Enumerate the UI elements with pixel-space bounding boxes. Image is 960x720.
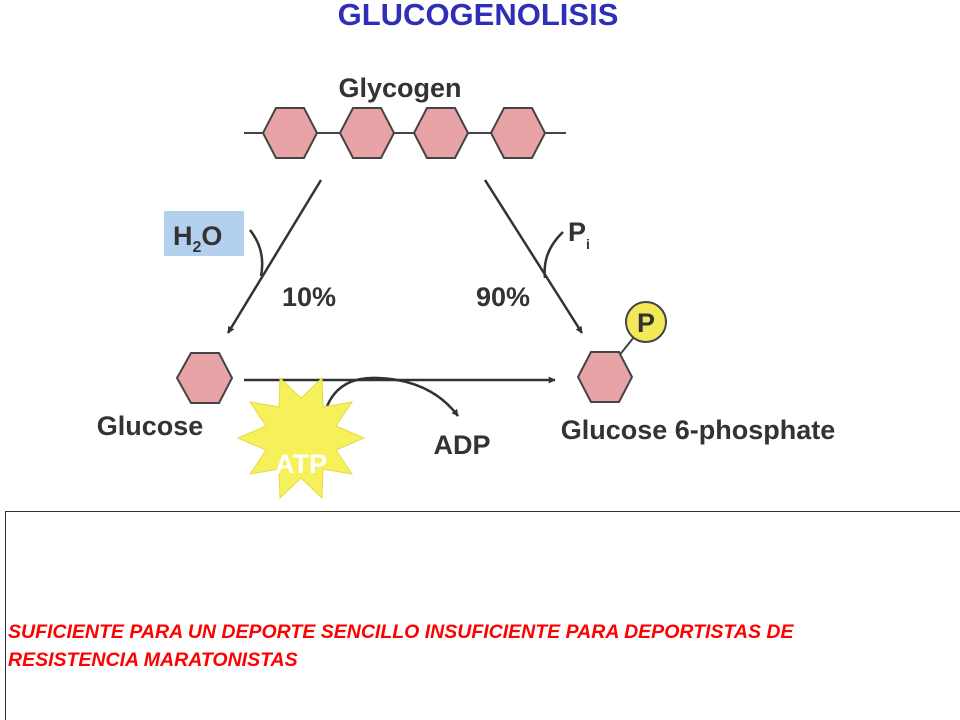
water-input-curve [249,229,264,277]
atp-starburst [236,376,366,500]
glucose-6-phosphate-hexagon [576,351,634,403]
phosphorolysis-percentage: 90% [476,282,530,312]
water-label-box [164,211,244,256]
glycogen-chain [244,107,566,159]
glucose-6-phosphate-label: Glucose 6-phosphate [561,415,836,445]
atp-label: ATP [275,449,327,479]
glycogen-glucose-unit [489,107,547,159]
glycogen-glucose-unit [338,107,396,159]
glycogen-label: Glycogen [338,73,461,103]
glycogen-glucose-unit [412,107,470,159]
glucose-label: Glucose [97,411,204,441]
water-label: H2O [173,221,222,256]
hydrolysis-percentage: 10% [282,282,336,312]
note-text: SUFICIENTE PARA UN DEPORTE SENCILLO INSU… [8,621,794,671]
glycogen-glucose-unit [261,107,319,159]
phosphate-group-label: P [637,308,655,338]
page-title: GLUCOGENOLISIS [338,0,619,32]
note-box: SUFICIENTE PARA UN DEPORTE SENCILLO INSU… [5,511,960,720]
atp-adp-curve [323,376,459,417]
adp-label: ADP [433,430,490,460]
glucose-hexagon [175,352,234,404]
hydrolysis-arrow [226,179,323,334]
phosphate-input-curve [543,231,564,279]
phosphorolysis-arrow [483,179,584,334]
phosphate-group-circle [625,301,667,343]
inorganic-phosphate-label: Pi [568,217,590,252]
